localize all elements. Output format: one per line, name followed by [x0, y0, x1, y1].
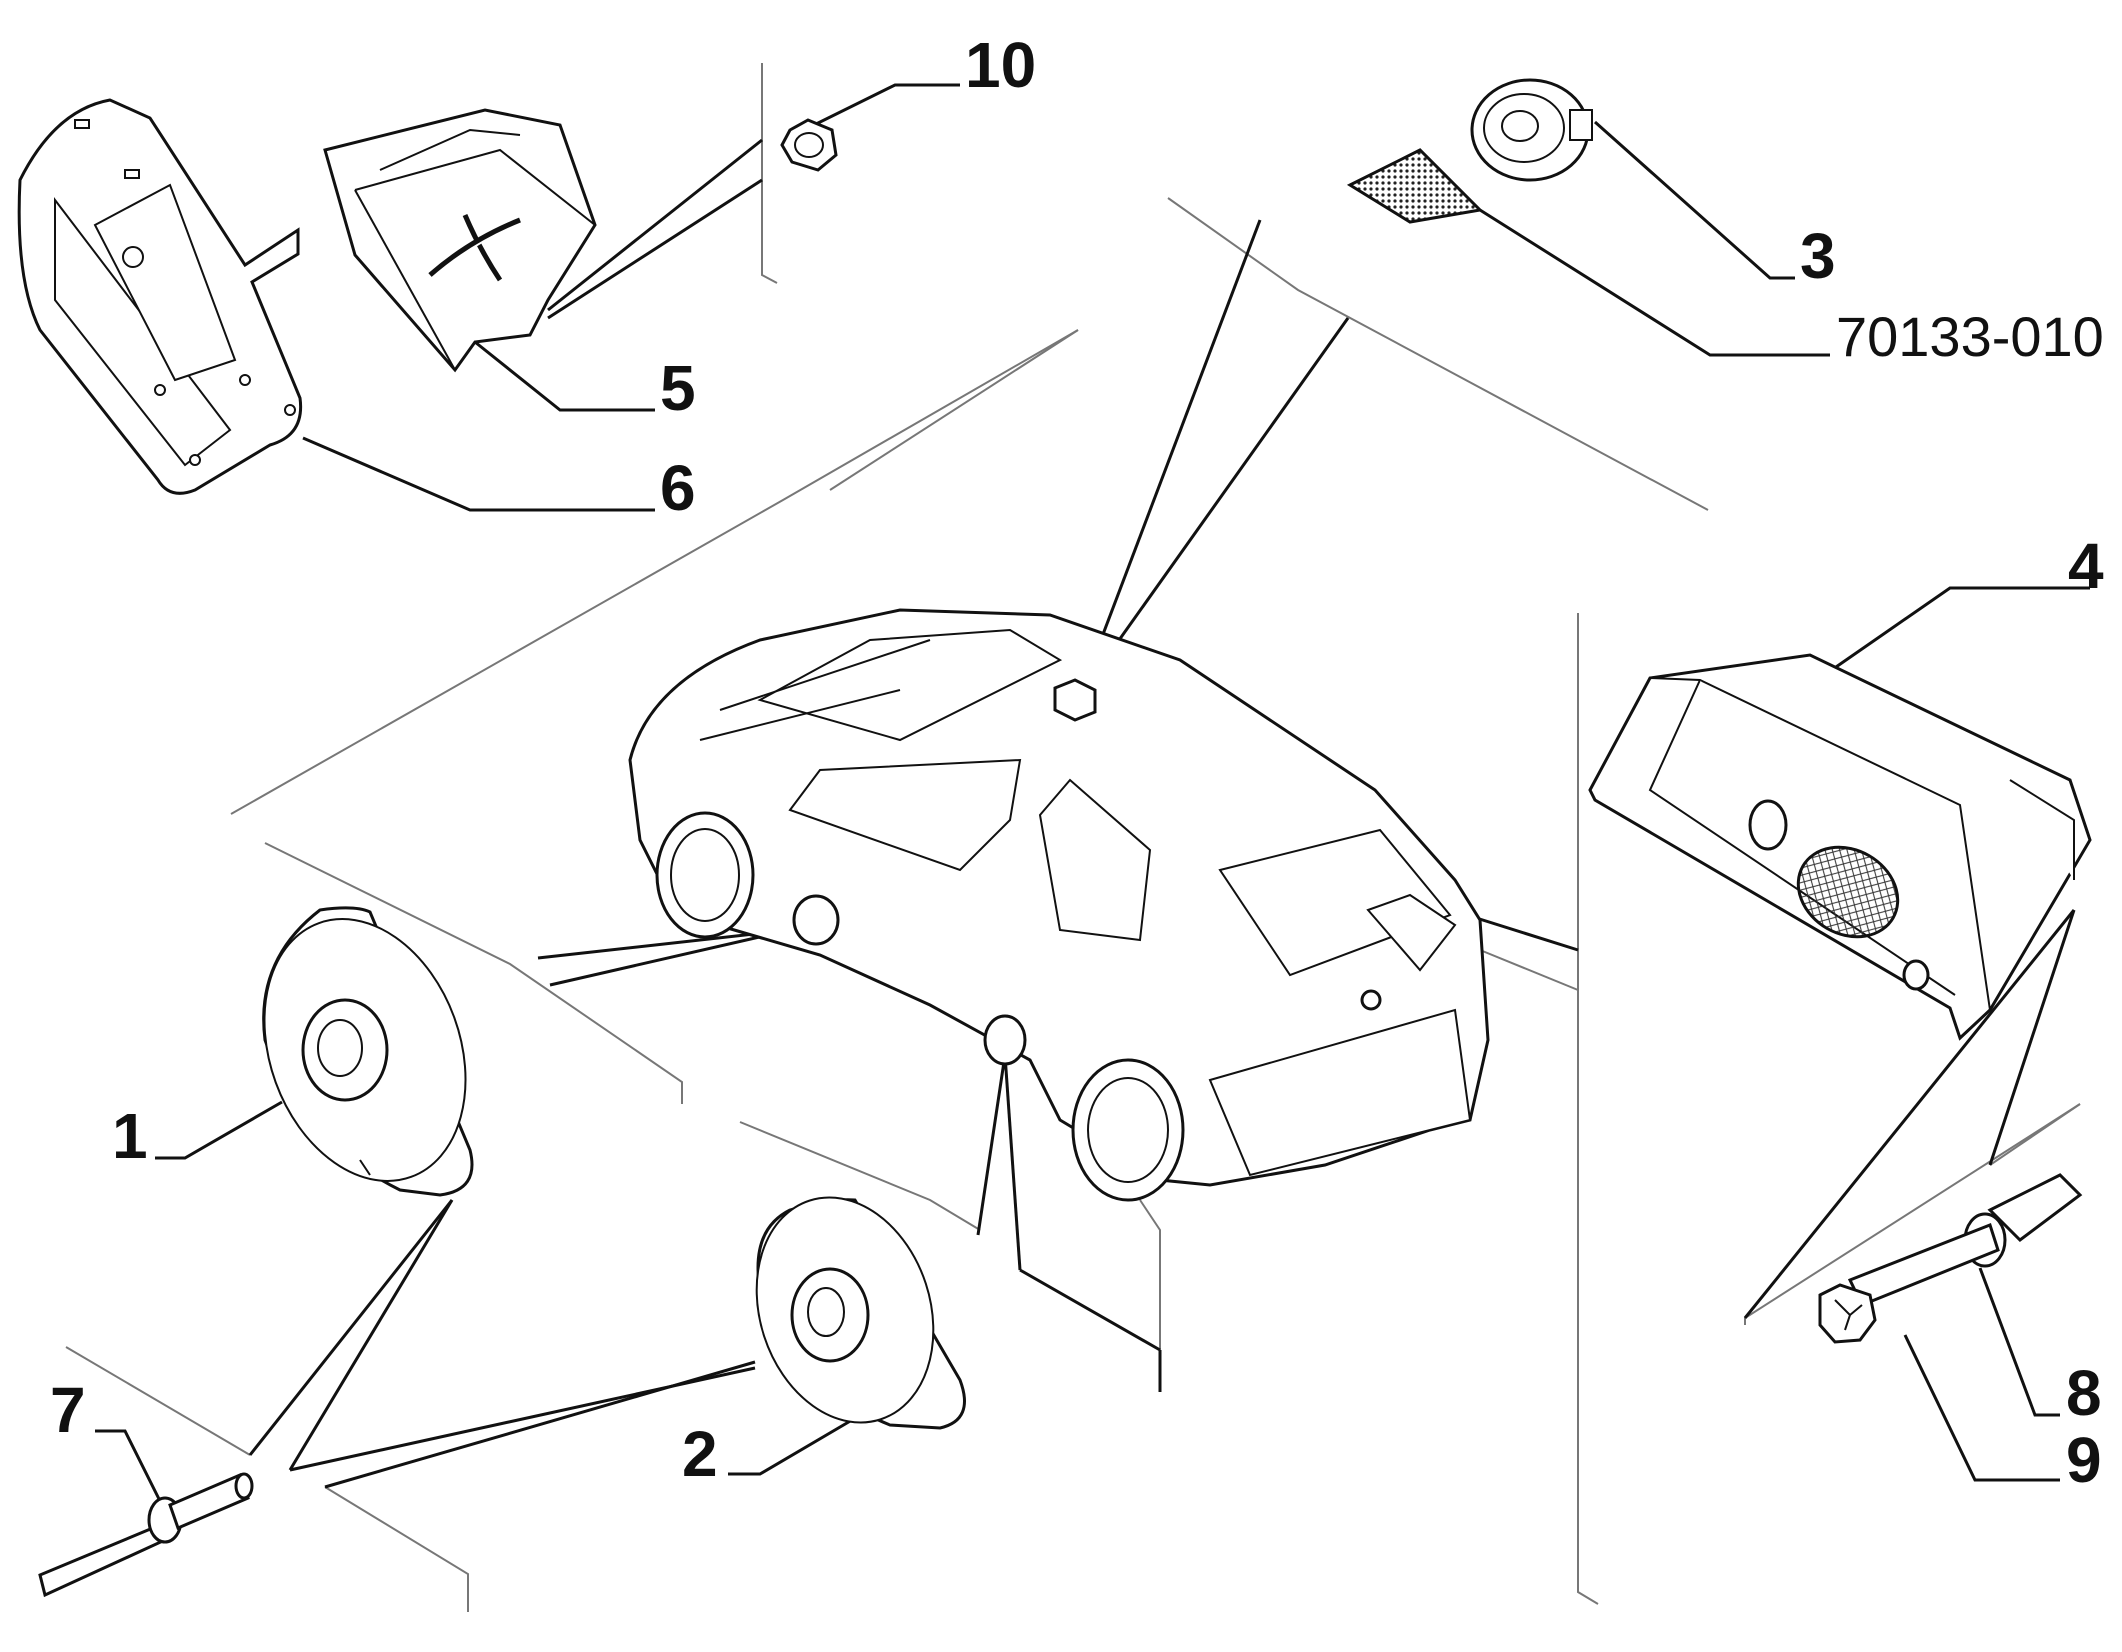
- callout-5: 5: [660, 352, 696, 424]
- rivet-part: [38, 1472, 254, 1598]
- tweeter-part: [1470, 78, 1593, 182]
- subwoofer-box-part: [1588, 653, 2092, 1041]
- speaker-1-part: [262, 906, 474, 1197]
- callout-9: 9: [2066, 1424, 2102, 1496]
- callout-1: 1: [112, 1100, 148, 1172]
- callout-10: 10: [965, 29, 1036, 101]
- callout-7: 7: [50, 1374, 86, 1446]
- callout-6: 6: [660, 452, 696, 524]
- callout-grille-code: 70133-010: [1836, 305, 2104, 368]
- callout-2: 2: [682, 1418, 718, 1490]
- guide-lines: [65, 63, 2081, 1612]
- grille-part: [1346, 148, 1484, 224]
- control-module-part: [323, 108, 597, 373]
- car-body: [628, 608, 1490, 1202]
- speaker-2-part: [755, 1196, 966, 1430]
- screw-part: [1818, 1223, 2000, 1344]
- callout-3: 3: [1800, 220, 1836, 292]
- nut-part: [780, 118, 838, 172]
- callout-8: 8: [2066, 1357, 2102, 1429]
- bracket-part: [17, 98, 303, 495]
- callout-4: 4: [2068, 530, 2104, 602]
